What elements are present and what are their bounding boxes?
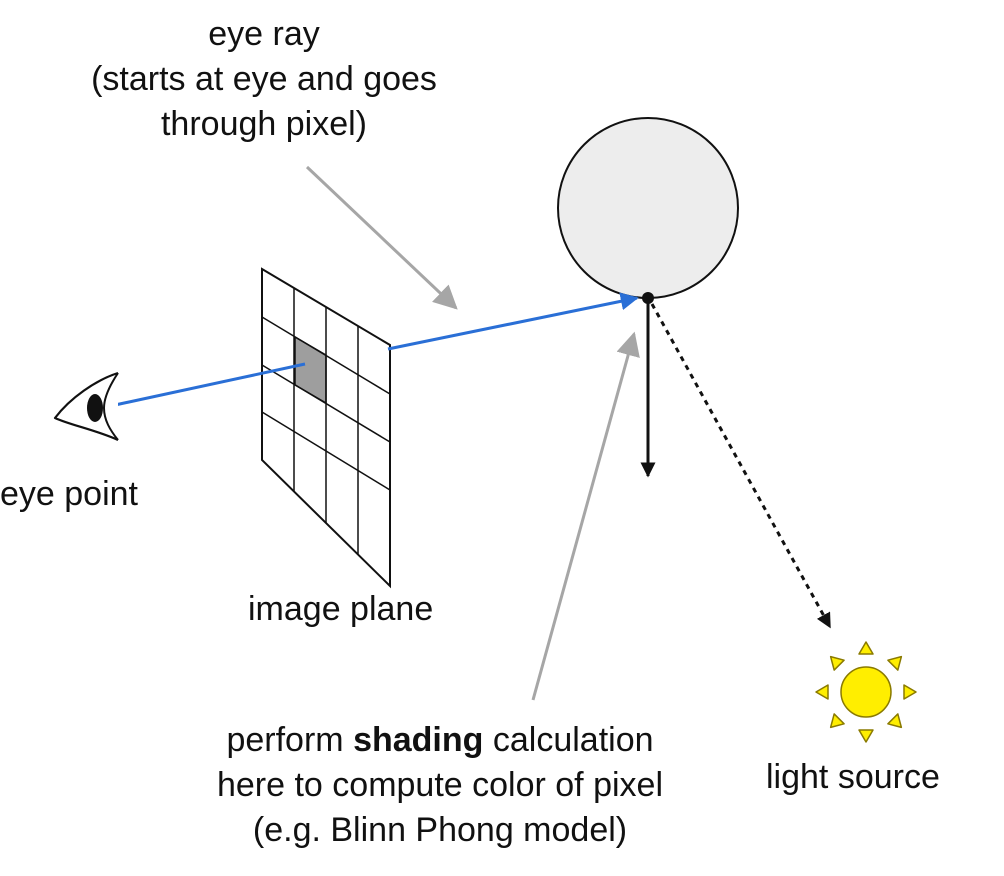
sphere: [557, 117, 739, 299]
eye-point-label: eye point: [0, 475, 138, 513]
sun-icon: [815, 641, 917, 743]
eye-icon: [53, 371, 119, 442]
shading-label-prefix: perform: [226, 721, 354, 759]
light-source-label: light source: [766, 758, 940, 796]
shading-label-suffix: calculation: [483, 721, 654, 759]
shading-label-bold: shading: [353, 721, 484, 759]
eye-ray-label-line-2: (starts at eye and goes: [91, 60, 437, 98]
eye-ray-segment-2: [387, 292, 639, 351]
eye-ray-label-line-3: through pixel): [160, 105, 367, 143]
eye-ray-label-line-1: eye ray: [208, 15, 320, 53]
eye-ray-label: eye ray (starts at eye and goes through …: [44, 12, 484, 147]
image-plane-label: image plane: [248, 590, 434, 628]
shading-label-line-2: here to compute color of pixel: [216, 766, 664, 804]
shading-pointer: [531, 331, 640, 701]
shadow-ray: [650, 303, 832, 629]
eye-ray-segment-1: [114, 362, 306, 407]
shading-label: perform shading calculation here to comp…: [160, 718, 720, 853]
shading-label-line-1: perform shading calculation: [160, 718, 720, 763]
image-plane: [261, 267, 391, 589]
eye-ray-pointer: [305, 165, 458, 310]
shading-label-line-3: (e.g. Blinn Phong model): [252, 811, 628, 849]
hit-point: [642, 292, 654, 304]
